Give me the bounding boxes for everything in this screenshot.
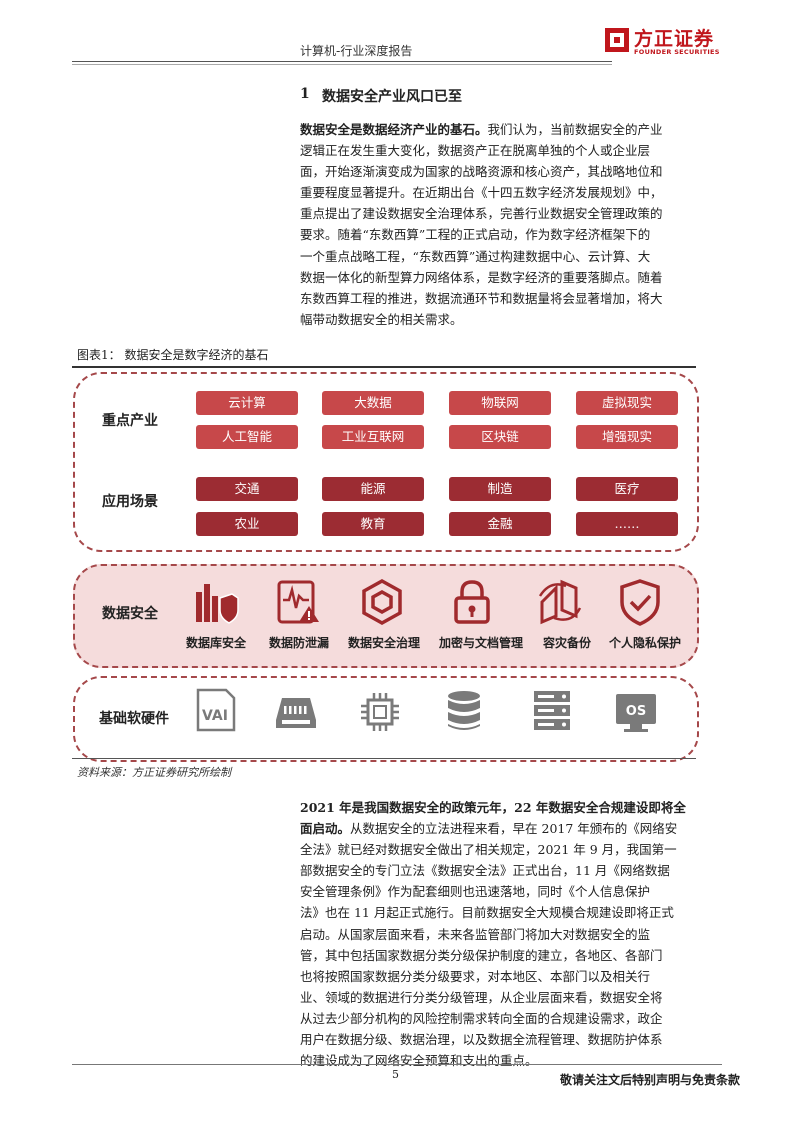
- report-header-title: 计算机-行业深度报告: [300, 44, 413, 58]
- paragraph-line: 幅带动数据安全的相关需求。: [300, 311, 463, 327]
- paragraph-line: 业、领域的数据进行分类分级管理，从企业层面来看，数据安全将: [300, 989, 663, 1005]
- security-row-label: 数据安全: [102, 606, 158, 622]
- figure-top-rule: [72, 366, 696, 368]
- industry-pill: 区块链: [449, 425, 551, 449]
- lock-icon: [454, 580, 490, 624]
- paragraph-line: 东数西算工程的推进，数据流通环节和数据量将会显著增加，将大: [300, 290, 663, 306]
- security-item-label: 数据库安全: [185, 636, 246, 650]
- figure-source: 资料来源：方正证券研究所绘制: [77, 766, 231, 779]
- paragraph-line: 从数据安全的立法进程来看，早在 2017 年颁布的《网络安: [350, 821, 678, 837]
- industry-pill: 增强现实: [576, 425, 678, 449]
- header-divider-thin: [72, 64, 612, 65]
- paragraph-line: 数据一体化的新型算力网络体系，是数字经济的重要落脚点。随着: [300, 269, 663, 285]
- chip-icon: [361, 693, 399, 731]
- industry-pill: 人工智能: [196, 425, 298, 449]
- industry-pill: 大数据: [322, 391, 424, 415]
- figure-caption: 图表1： 数据安全是数字经济的基石: [77, 348, 269, 362]
- paragraph-line: 的建设成为了网络安全预算和支出的重点。: [300, 1053, 538, 1069]
- paragraph-line: 一个重点战略工程，“东数西算”通过构建数据中心、云计算、大: [300, 248, 651, 264]
- paragraph-lead: 面启动。: [300, 821, 351, 837]
- page-number: 5: [392, 1068, 399, 1081]
- scene-pill: 金融: [449, 512, 551, 536]
- database-security-icon: [196, 584, 239, 624]
- footer-divider: [72, 1064, 722, 1065]
- scene-pill: 能源: [322, 477, 424, 501]
- server-icon: [534, 691, 570, 730]
- security-item-label: 容灾备份: [542, 636, 591, 650]
- svg-text:VAI: VAI: [202, 708, 228, 724]
- shield-check-icon: [620, 579, 660, 626]
- paragraph-line: 逻辑正在发生重大变化，数据资产正在脱离单独的个人或企业层: [300, 143, 651, 159]
- paragraph-line: 面，开始逐渐演变成为国家的战略资源和核心资产，其战略地位和: [300, 164, 663, 180]
- header-divider: [72, 61, 612, 62]
- industry-pill: 物联网: [449, 391, 551, 415]
- scene-pill: 农业: [196, 512, 298, 536]
- scene-pill: 制造: [449, 477, 551, 501]
- logo-english-text: FOUNDER SECURITIES: [634, 48, 720, 56]
- industry-pill: 虚拟现实: [576, 391, 678, 415]
- scene-pill: 交通: [196, 477, 298, 501]
- security-item-label: 数据安全治理: [347, 636, 420, 650]
- paragraph-line: 管，其中包括国家数据分类分级保护制度的建立，各地区、各部门: [300, 947, 663, 963]
- logo-text: 方正证券: [634, 28, 715, 50]
- os-icon: OS: [616, 694, 656, 732]
- industry-pill: 工业互联网: [322, 425, 424, 449]
- section-number: 1: [300, 86, 310, 102]
- founder-logo-icon: [605, 28, 629, 52]
- database-icon: [448, 691, 480, 730]
- paragraph-policy: 2021 年是我国数据安全的政策元年，22 年数据安全合规建设即将全 面启动。从…: [300, 797, 716, 1071]
- paragraph-line: 部数据安全的专门立法《数据安全法》正式出台，11 月《网络数据: [300, 863, 670, 879]
- svg-text:OS: OS: [626, 704, 646, 719]
- scene-row-label: 应用场景: [102, 494, 158, 510]
- leak-prevention-icon: [277, 580, 319, 624]
- scene-pill: 医疗: [576, 477, 678, 501]
- vai-file-icon: VAI: [196, 688, 236, 732]
- paragraph-line: 用户在数据分级、数据治理，以及数据全流程管理、数据防护体系: [300, 1032, 663, 1048]
- security-item-label: 个人隐私保护: [608, 636, 681, 650]
- paragraph-line: 也将按照国家数据分类分级要求，对本地区、本部门以及相关行: [300, 968, 651, 984]
- memory-icon: [276, 698, 316, 728]
- backup-icon: [538, 579, 582, 625]
- paragraph-lead: 2021 年是我国数据安全的政策元年，22 年数据安全合规建设即将全: [300, 800, 686, 815]
- security-item-label: 加密与文档管理: [438, 636, 523, 650]
- scene-pill: ……: [576, 512, 678, 536]
- paragraph-line: 重点提出了建设数据安全治理体系，完善行业数据安全管理政策的: [300, 206, 663, 222]
- governance-icon: [362, 578, 402, 626]
- industry-pill: 云计算: [196, 391, 298, 415]
- industry-scene-box: [73, 372, 699, 552]
- paragraph-intro: 数据安全是数据经济产业的基石。我们认为，当前数据安全的产业 逻辑正在发生重大变化…: [300, 119, 716, 330]
- paragraph-line: 法》也在 11 月起正式施行。目前数据安全大规模合规建设即将正式: [300, 905, 674, 921]
- paragraph-line: 我们认为，当前数据安全的产业: [487, 122, 663, 137]
- security-item-label: 数据防泄漏: [268, 636, 329, 650]
- paragraph-line: 从过去少部分机构的风险控制需求转向全面的合规建设需求，政企: [300, 1010, 663, 1026]
- figure-bottom-rule: [72, 758, 696, 759]
- infrastructure-box: [73, 676, 699, 762]
- paragraph-line: 全法》就已经对数据安全做出了相关规定，2021 年 9 月，我国第一: [300, 842, 677, 858]
- paragraph-line: 要求。随着“东数西算”工程的正式启动，作为数字经济框架下的: [300, 227, 651, 243]
- paragraph-line: 启动。从国家层面来看，未来各监管部门将加大对数据安全的监: [300, 926, 651, 942]
- paragraph-line: 重要程度显著提升。在近期出台《十四五数字经济发展规划》中，: [300, 185, 663, 201]
- industry-row-label: 重点产业: [102, 413, 158, 429]
- section-title: 数据安全产业风口已至: [322, 89, 462, 105]
- scene-pill: 教育: [322, 512, 424, 536]
- paragraph-lead: 数据安全是数据经济产业的基石。: [300, 122, 488, 137]
- infra-row-label: 基础软硬件: [99, 711, 169, 727]
- paragraph-line: 安全管理条例》作为配套细则也迅速落地，同时《个人信息保护: [300, 884, 651, 900]
- disclaimer-note: 敬请关注文后特别声明与免责条款: [560, 1073, 741, 1087]
